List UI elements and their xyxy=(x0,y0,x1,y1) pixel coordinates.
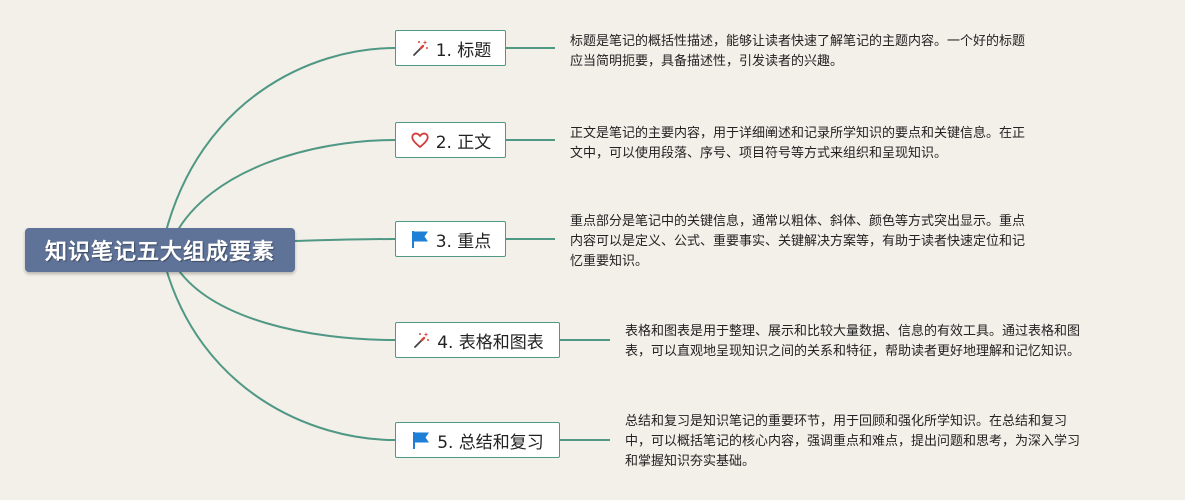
desc-line: 重点部分是笔记中的关键信息，通常以粗体、斜体、颜色等方式突出显示。重点 xyxy=(570,214,1026,229)
topic-description-2: 正文是笔记的主要内容，用于详细阐述和记录所学知识的要点和关键信息。在正 文中，可… xyxy=(570,124,1170,164)
topic-label: 3. 重点 xyxy=(435,231,492,252)
branch-line-1 xyxy=(164,47,396,236)
topic-key-points[interactable]: 3. 重点 xyxy=(395,221,506,257)
heart-icon xyxy=(410,130,430,150)
desc-line: 中，可以概括笔记的核心内容，强调重点和难点，提出问题和思考，为深入学习 xyxy=(625,434,1081,449)
blue-flag-icon xyxy=(411,430,431,450)
topic-body[interactable]: 2. 正文 xyxy=(395,122,506,158)
topic-tables-charts[interactable]: 4. 表格和图表 xyxy=(395,322,560,358)
topic-description-1: 标题是笔记的概括性描述，能够让读者快速了解笔记的主题内容。一个好的标题 应当简明… xyxy=(570,32,1170,72)
desc-line: 和掌握知识夯实基础。 xyxy=(625,454,756,469)
topic-label: 1. 标题 xyxy=(435,40,492,61)
desc-line: 表格和图表是用于整理、展示和比较大量数据、信息的有效工具。通过表格和图 xyxy=(625,324,1081,339)
topic-label: 5. 总结和复习 xyxy=(437,432,544,453)
branch-line-2 xyxy=(174,139,396,236)
desc-line: 正文是笔记的主要内容，用于详细阐述和记录所学知识的要点和关键信息。在正 xyxy=(570,126,1026,141)
topic-description-3: 重点部分是笔记中的关键信息，通常以粗体、斜体、颜色等方式突出显示。重点 内容可以… xyxy=(570,212,1170,272)
desc-line: 表，可以直观地呈现知识之间的关系和特征，帮助读者更好地理解和记忆知识。 xyxy=(625,344,1081,359)
blue-flag-icon xyxy=(410,229,430,249)
desc-line: 应当简明扼要，具备描述性，引发读者的兴趣。 xyxy=(570,54,844,69)
desc-line: 忆重要知识。 xyxy=(570,254,649,269)
desc-line: 标题是笔记的概括性描述，能够让读者快速了解笔记的主题内容。一个好的标题 xyxy=(570,34,1026,49)
root-topic[interactable]: 知识笔记五大组成要素 xyxy=(25,228,295,272)
desc-line: 文中，可以使用段落、序号、项目符号等方式来组织和呈现知识。 xyxy=(570,146,948,161)
root-title: 知识笔记五大组成要素 xyxy=(44,240,275,265)
branch-line-5 xyxy=(164,264,396,441)
branch-line-4 xyxy=(174,264,396,341)
magic-wand-icon xyxy=(411,330,431,350)
magic-wand-icon xyxy=(410,38,430,58)
topic-label: 2. 正文 xyxy=(435,132,492,153)
desc-line: 总结和复习是知识笔记的重要环节，用于回顾和强化所学知识。在总结和复习 xyxy=(625,414,1068,429)
topic-description-5: 总结和复习是知识笔记的重要环节，用于回顾和强化所学知识。在总结和复习 中，可以概… xyxy=(625,412,1170,472)
topic-summary-review[interactable]: 5. 总结和复习 xyxy=(395,422,560,458)
topic-label: 4. 表格和图表 xyxy=(437,332,544,353)
topic-description-4: 表格和图表是用于整理、展示和比较大量数据、信息的有效工具。通过表格和图 表，可以… xyxy=(625,322,1170,362)
topic-title[interactable]: 1. 标题 xyxy=(395,30,506,66)
branch-line-3 xyxy=(294,238,396,242)
desc-line: 内容可以是定义、公式、重要事实、关键解决方案等，有助于读者快速定位和记 xyxy=(570,234,1026,249)
